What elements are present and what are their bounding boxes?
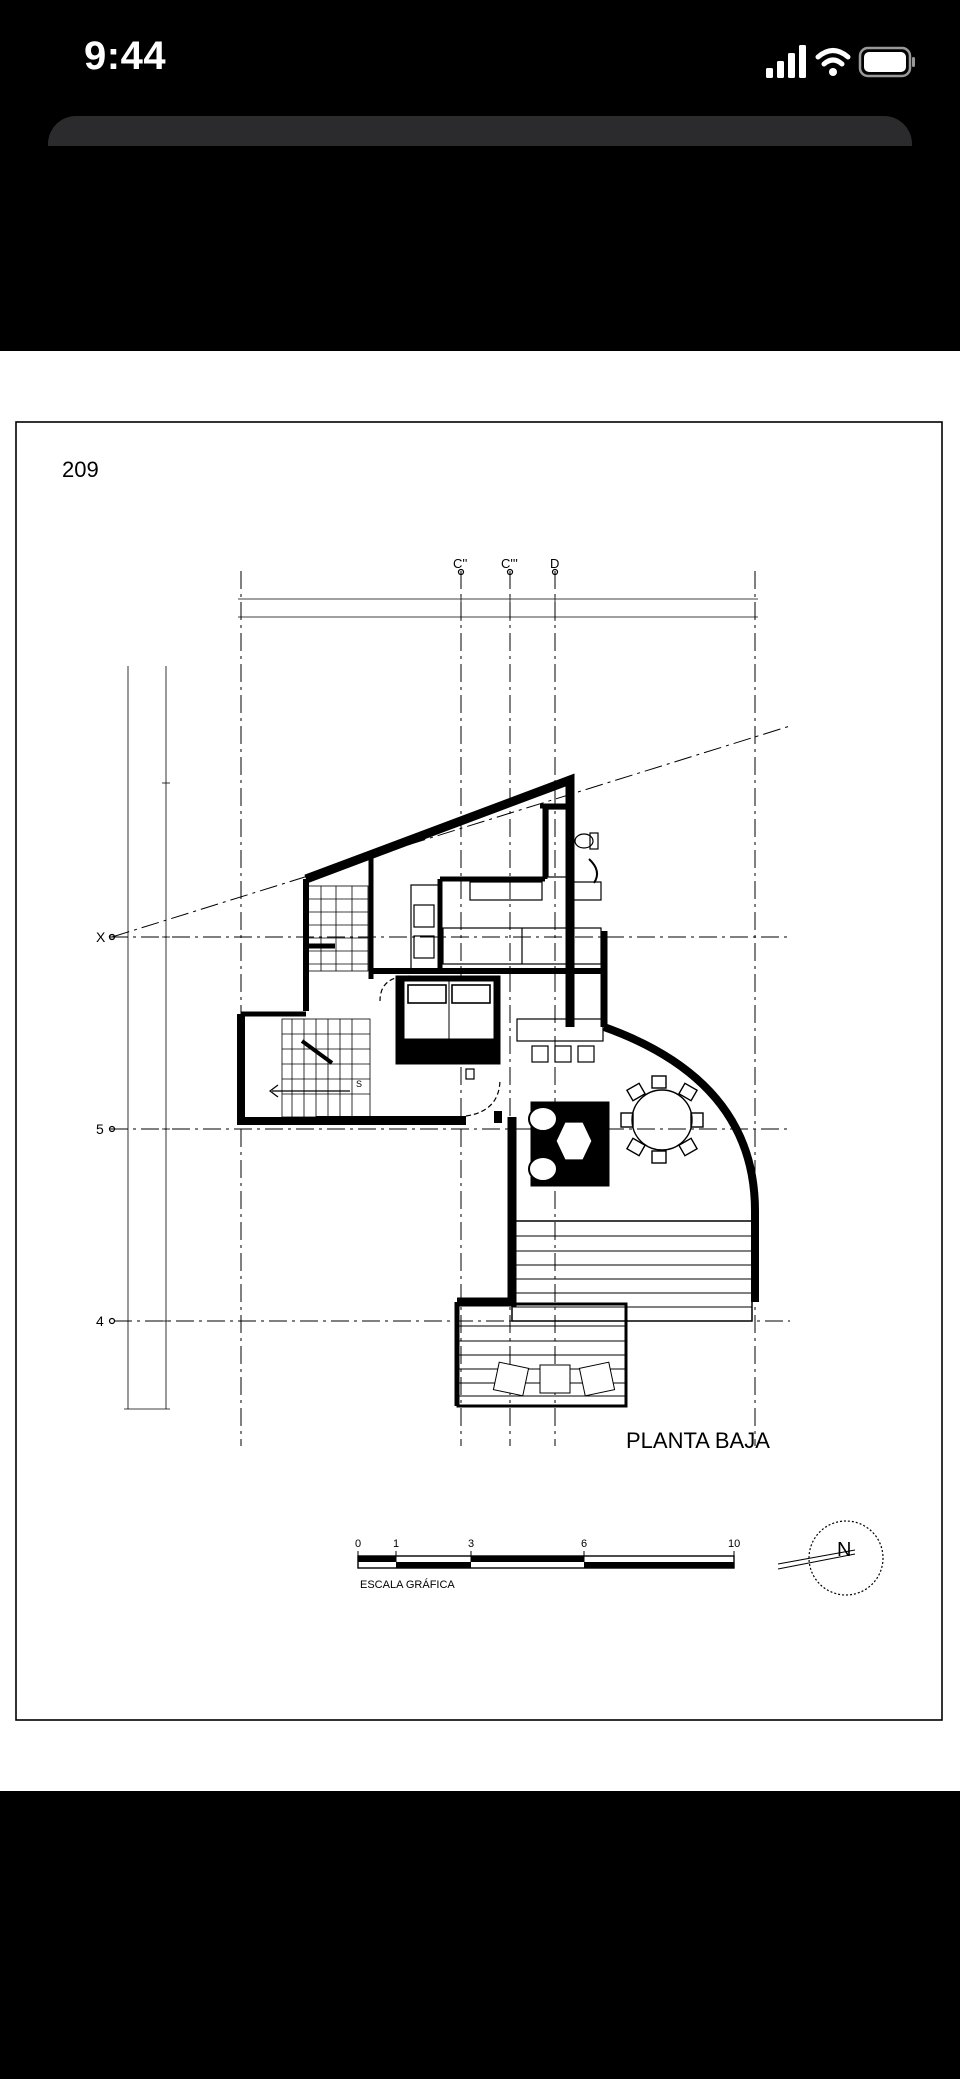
interior-walls xyxy=(306,803,604,979)
scale-tick-10: 10 xyxy=(728,1538,740,1550)
plan-title: PLANTA BAJA xyxy=(626,1428,770,1453)
scale-tick-3: 3 xyxy=(468,1538,474,1550)
dimension-lines-left xyxy=(124,666,170,1410)
status-bar: 9:44 xyxy=(0,0,960,120)
grid-label-c2: C'' xyxy=(453,556,467,571)
scale-tick-1: 1 xyxy=(393,1538,399,1550)
grid-label-5: 5 xyxy=(96,1121,104,1137)
battery-icon xyxy=(858,46,915,78)
document-page[interactable]: 209 C'' C''' D X 5 4 xyxy=(0,351,960,1791)
grid-label-d: D xyxy=(550,556,559,571)
kitchen-counter xyxy=(516,1018,604,1063)
staircase xyxy=(269,885,371,1118)
scale-tick-0: 0 xyxy=(355,1538,361,1550)
sheet-handle[interactable] xyxy=(48,116,912,146)
sheet-frame xyxy=(15,421,943,1721)
north-label: N xyxy=(837,1539,851,1561)
kitchen xyxy=(410,881,602,970)
lounge-area xyxy=(528,1101,610,1187)
grid-label-x: X xyxy=(96,929,106,945)
floor-plan: 209 C'' C''' D X 5 4 xyxy=(15,421,943,1721)
dimension-lines-top xyxy=(238,595,758,621)
doors xyxy=(379,975,501,1117)
svg-text:S: S xyxy=(356,1079,362,1089)
scale-tick-6: 6 xyxy=(581,1538,587,1550)
patio-paving xyxy=(456,1220,753,1408)
bathroom xyxy=(547,808,599,884)
grid-label-4: 4 xyxy=(96,1313,104,1329)
living-sofas xyxy=(395,975,501,1065)
status-time: 9:44 xyxy=(84,34,167,78)
graphic-scale: 0 1 3 6 10 ESCALA GRÁFICA xyxy=(355,1538,740,1591)
page-number: 209 xyxy=(62,457,99,482)
dining-table xyxy=(620,1075,704,1164)
wifi-icon xyxy=(815,48,851,76)
grid-label-c3: C''' xyxy=(501,556,518,571)
status-icons xyxy=(766,44,916,85)
north-arrow-icon: N xyxy=(777,1520,884,1596)
scale-label: ESCALA GRÁFICA xyxy=(360,1578,455,1591)
exterior-walls xyxy=(237,773,759,1307)
signal-icon xyxy=(766,45,806,78)
